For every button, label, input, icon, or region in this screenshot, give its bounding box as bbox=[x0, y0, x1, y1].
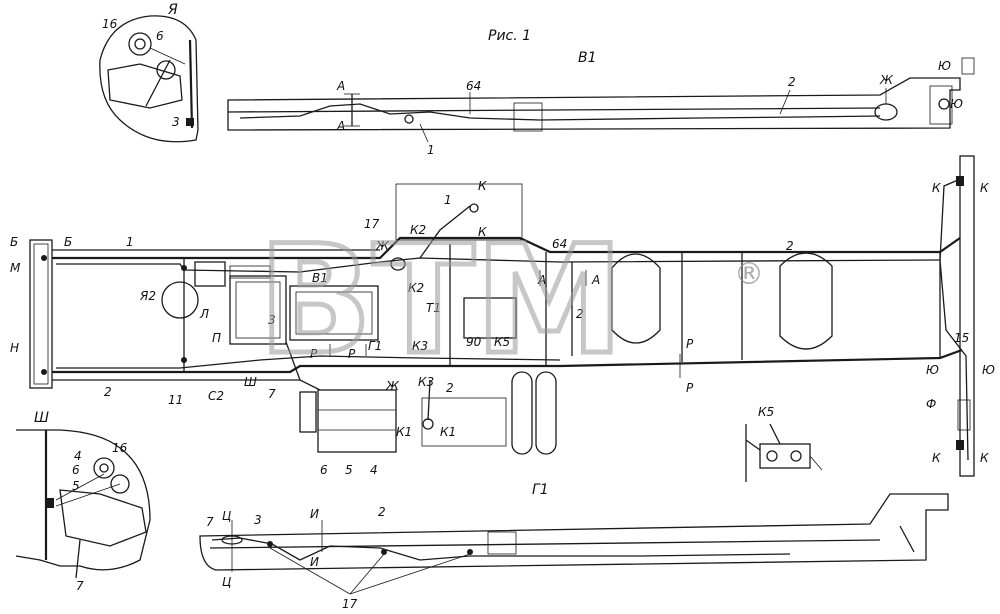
callout-Yu-2: Ю bbox=[982, 363, 995, 377]
callout-K2-1: К2 bbox=[410, 223, 426, 237]
callout-P: П bbox=[212, 331, 221, 345]
callout-K-2: К bbox=[478, 225, 487, 239]
callout-I-2: И bbox=[310, 555, 319, 569]
callout-T1: Т1 bbox=[426, 301, 441, 315]
callout-7-Sh: 7 bbox=[76, 579, 84, 593]
callout-7-main: 7 bbox=[268, 387, 276, 401]
callout-2-main: 2 bbox=[104, 385, 112, 399]
callout-1-box: 1 bbox=[444, 193, 452, 207]
callout-2-rear: 2 bbox=[786, 239, 794, 253]
watermark: BTM ® bbox=[256, 212, 765, 391]
callout-64-main: 64 bbox=[552, 237, 567, 251]
callout-Ya: Я bbox=[167, 2, 178, 18]
callout-F: Ф bbox=[926, 397, 936, 411]
callout-5-main: 5 bbox=[345, 463, 353, 477]
callout-2-k3: 2 bbox=[446, 381, 454, 395]
view-label-bottom: Г1 bbox=[532, 482, 549, 498]
side-view-top bbox=[227, 57, 975, 143]
callout-5-Sh: 5 bbox=[72, 479, 80, 493]
callout-K2-2: К2 bbox=[408, 281, 424, 295]
callout-N: Н bbox=[10, 341, 19, 355]
callout-16-Sh: 16 bbox=[112, 441, 128, 455]
detail-K5 bbox=[745, 423, 823, 482]
callout-R-2: Р bbox=[348, 347, 356, 361]
watermark-text: BTM bbox=[258, 214, 624, 388]
callout-1-top: 1 bbox=[427, 143, 435, 157]
callout-K1-2: К1 bbox=[440, 425, 456, 439]
callout-17-bottom: 17 bbox=[342, 597, 358, 611]
chassis-plan bbox=[29, 155, 975, 477]
callout-B-2: Б bbox=[64, 235, 72, 249]
callout-1-main: 1 bbox=[126, 235, 134, 249]
callout-K-1: К bbox=[478, 179, 487, 193]
callout-6-Sh: 6 bbox=[72, 463, 80, 477]
callout-A-4: А bbox=[591, 273, 600, 287]
callout-Zh-main: Ж bbox=[375, 239, 390, 253]
callout-G1: Г1 bbox=[368, 339, 382, 353]
callout-2-mid: 2 bbox=[576, 307, 584, 321]
callout-K-r4: К bbox=[980, 451, 989, 465]
callout-3-Ya: 3 bbox=[172, 115, 180, 129]
callout-4-main: 4 bbox=[370, 463, 378, 477]
side-view-bottom bbox=[199, 493, 949, 595]
callout-K3-1: К3 bbox=[412, 339, 428, 353]
detail-Sh bbox=[15, 429, 151, 579]
callout-Ts-1: Ц bbox=[222, 509, 231, 523]
callout-7-bottom: 7 bbox=[206, 515, 214, 529]
detail-Ya bbox=[99, 15, 199, 143]
callout-Yu-top2: Ю bbox=[950, 97, 963, 111]
callout-M: М bbox=[10, 261, 21, 275]
callout-2-bottom: 2 bbox=[378, 505, 386, 519]
callout-3-main: 3 bbox=[268, 313, 276, 327]
callout-11: 11 bbox=[168, 393, 183, 407]
callout-V1: В1 bbox=[312, 271, 328, 285]
callout-K5-detail: К5 bbox=[758, 405, 774, 419]
callout-64-top: 64 bbox=[466, 79, 481, 93]
callout-I-1: И bbox=[310, 507, 319, 521]
callout-4-Sh: 4 bbox=[74, 449, 82, 463]
callout-17-main: 17 bbox=[364, 217, 380, 231]
callout-Yu-top: Ю bbox=[938, 59, 951, 73]
callout-Ya2: Я2 bbox=[139, 289, 156, 303]
callout-Sh-main: Ш bbox=[244, 375, 257, 389]
callout-Yu-1: Ю bbox=[926, 363, 939, 377]
callout-K3-2: К3 bbox=[418, 375, 434, 389]
callout-A-2: А bbox=[336, 119, 345, 133]
callout-3-bottom: 3 bbox=[254, 513, 262, 527]
callout-K-r1: К bbox=[932, 181, 941, 195]
callout-6-main: 6 bbox=[320, 463, 328, 477]
callout-S2: С2 bbox=[208, 389, 224, 403]
callout-K1-1: К1 bbox=[396, 425, 412, 439]
callout-R-1: Р bbox=[310, 347, 318, 361]
callout-6-Ya: 6 bbox=[156, 29, 164, 43]
callout-16-Ya: 16 bbox=[102, 17, 118, 31]
callout-B-1: Б bbox=[10, 235, 18, 249]
watermark-reg: ® bbox=[734, 257, 764, 292]
callout-R-4: Р bbox=[686, 381, 694, 395]
view-label-top: В1 bbox=[578, 50, 597, 66]
callout-K-r3: К bbox=[932, 451, 941, 465]
callout-Ts-2: Ц bbox=[222, 575, 231, 589]
callout-K-r2: К bbox=[980, 181, 989, 195]
figure-title: Рис. 1 bbox=[488, 28, 531, 44]
callout-L: Л bbox=[199, 307, 209, 321]
callout-Zh-top: Ж bbox=[879, 73, 894, 87]
callout-90: 90 bbox=[466, 335, 482, 349]
callout-2-top: 2 bbox=[788, 75, 796, 89]
callout-A-1: А bbox=[336, 79, 345, 93]
callout-Sh: Ш bbox=[34, 410, 49, 426]
callout-R-3: Р bbox=[686, 337, 694, 351]
callout-K5-main: К5 bbox=[494, 335, 510, 349]
callout-A-3: А bbox=[537, 273, 546, 287]
callout-Zh-2: Ж bbox=[385, 379, 400, 393]
callout-15: 15 bbox=[954, 331, 969, 345]
